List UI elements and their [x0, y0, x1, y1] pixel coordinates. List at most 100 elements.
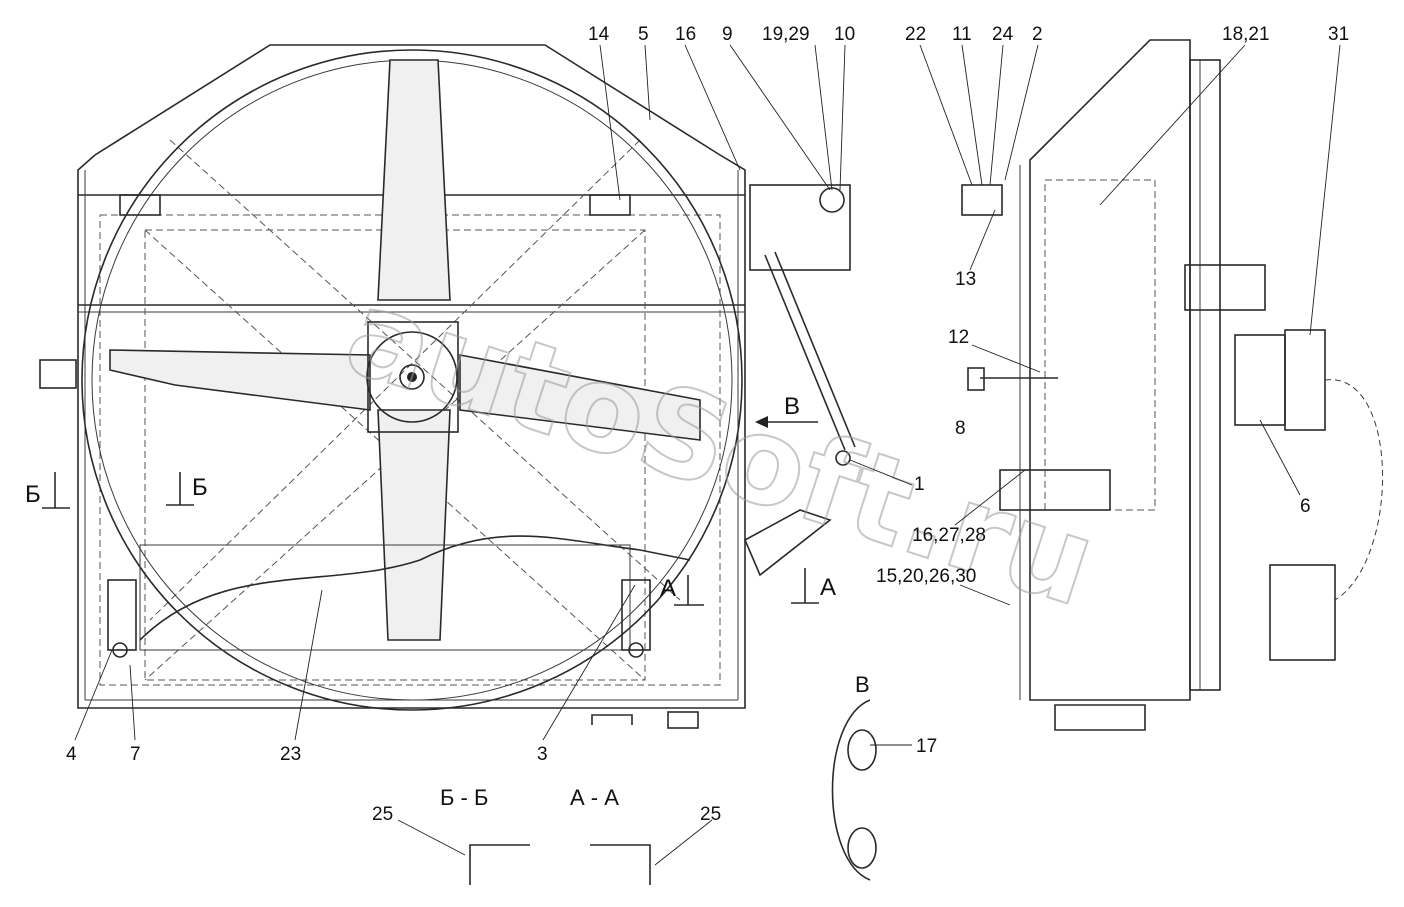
callout-31: 31 — [1328, 24, 1349, 45]
front-view — [39, 44, 856, 729]
callout-13: 13 — [955, 269, 976, 290]
leader-16 — [684, 44, 741, 171]
marker-b-left: Б — [25, 481, 41, 508]
callout-22: 22 — [905, 24, 926, 45]
title-section-aa: А - А — [570, 785, 619, 810]
leader-18-21 — [1099, 44, 1246, 206]
section-arrows — [42, 416, 819, 606]
fan-blade-left — [109, 349, 371, 411]
right-mount-bolt — [628, 642, 644, 658]
callout-12: 12 — [948, 327, 969, 348]
top-clamp-right — [589, 194, 631, 216]
callout-4: 4 — [66, 744, 77, 765]
title-view-v: В — [855, 672, 870, 697]
leader-19-29 — [814, 44, 833, 191]
leader-13 — [969, 209, 996, 271]
leader-11 — [961, 44, 983, 186]
gas-strut — [764, 254, 846, 451]
callout-23: 23 — [280, 744, 301, 765]
cutaway-edge — [139, 535, 691, 641]
hub-center — [407, 372, 417, 382]
inner-frame-hidden — [144, 229, 646, 681]
leader-16-27-28 — [954, 469, 1026, 526]
detail-v-hole-top — [847, 729, 877, 771]
callout-16-27-28: 16,27,28 — [912, 525, 986, 546]
bellows-hose-separate — [1269, 564, 1336, 661]
hub-nut — [399, 364, 425, 390]
side-top-clamp — [961, 184, 1003, 216]
marker-a-right: А — [820, 574, 836, 601]
side-hidden-frame — [1044, 179, 1156, 511]
callout-labels: 14 5 16 9 19,29 10 22 11 24 2 18,21 31 1… — [66, 24, 1349, 825]
leader-5 — [644, 44, 651, 121]
callout-19-29: 19,29 — [762, 24, 810, 45]
gas-strut-edge — [774, 251, 856, 448]
leader-3 — [542, 584, 636, 741]
callout-11: 11 — [952, 24, 972, 45]
diagonal-brace-4 — [149, 139, 641, 621]
side-view — [961, 39, 1384, 731]
leader-15-20-26-30 — [959, 584, 1011, 606]
detail-v-outline — [831, 699, 871, 881]
leader-25b — [654, 819, 713, 866]
leader-12 — [971, 344, 1041, 373]
fan-ring-outer — [81, 49, 743, 711]
callout-2: 2 — [1032, 24, 1043, 45]
side-knob — [967, 367, 985, 391]
leader-25a — [397, 819, 466, 856]
leader-2 — [1004, 44, 1039, 181]
callout-10: 10 — [834, 24, 855, 45]
callout-3: 3 — [537, 744, 548, 765]
hub-disc — [366, 331, 458, 423]
callout-24: 24 — [992, 24, 1014, 45]
side-rear-panel — [1189, 59, 1221, 691]
callout-25-bb: 25 — [372, 804, 393, 825]
leader-10 — [839, 44, 846, 191]
callout-9: 9 — [722, 24, 733, 45]
section-bb-profile — [469, 844, 530, 885]
leader-31 — [1309, 44, 1341, 336]
callout-6: 6 — [1300, 496, 1311, 517]
marker-a-inner: А — [660, 575, 676, 602]
callout-25-aa: 25 — [700, 804, 721, 825]
leader-24 — [989, 44, 1004, 186]
fan-blade-top — [377, 59, 451, 301]
detail-v-hole-bottom — [847, 827, 877, 869]
callout-16: 16 — [675, 24, 696, 45]
callout-7: 7 — [130, 744, 141, 765]
marker-b-inner: Б — [192, 474, 208, 501]
side-bottom-fitting — [1054, 704, 1146, 731]
leader-14 — [599, 44, 621, 201]
collar — [1234, 334, 1286, 426]
left-latch — [39, 359, 77, 389]
lower-side-plate — [743, 509, 832, 577]
callout-8: 8 — [955, 418, 966, 439]
callout-15-20-26-30: 15,20,26,30 — [876, 566, 976, 587]
fan-blade-bottom — [377, 409, 451, 641]
leader-23 — [294, 589, 323, 741]
leader-22 — [919, 44, 973, 186]
lower-panel — [139, 544, 631, 651]
hose-dashed-link — [1324, 379, 1384, 601]
leader-9 — [729, 44, 831, 191]
callout-17: 17 — [916, 736, 937, 757]
callout-5: 5 — [638, 24, 649, 45]
section-aa-profile — [590, 844, 651, 885]
callout-14: 14 — [588, 24, 610, 45]
callout-1: 1 — [914, 474, 925, 495]
pivot-pin — [819, 187, 845, 213]
leader-lines — [74, 44, 1341, 866]
top-clamp-left — [119, 194, 161, 216]
leader-4 — [74, 649, 113, 741]
left-mount-bolt — [112, 642, 128, 658]
leader-7 — [129, 664, 136, 741]
arrow-v-head — [755, 416, 768, 428]
bottom-handle — [591, 714, 633, 725]
fan-blade-right — [459, 354, 701, 441]
leader-6 — [1259, 419, 1301, 496]
pivot-bracket — [749, 184, 851, 271]
leader-1 — [849, 459, 913, 486]
marker-v-arrow: В — [784, 393, 800, 420]
